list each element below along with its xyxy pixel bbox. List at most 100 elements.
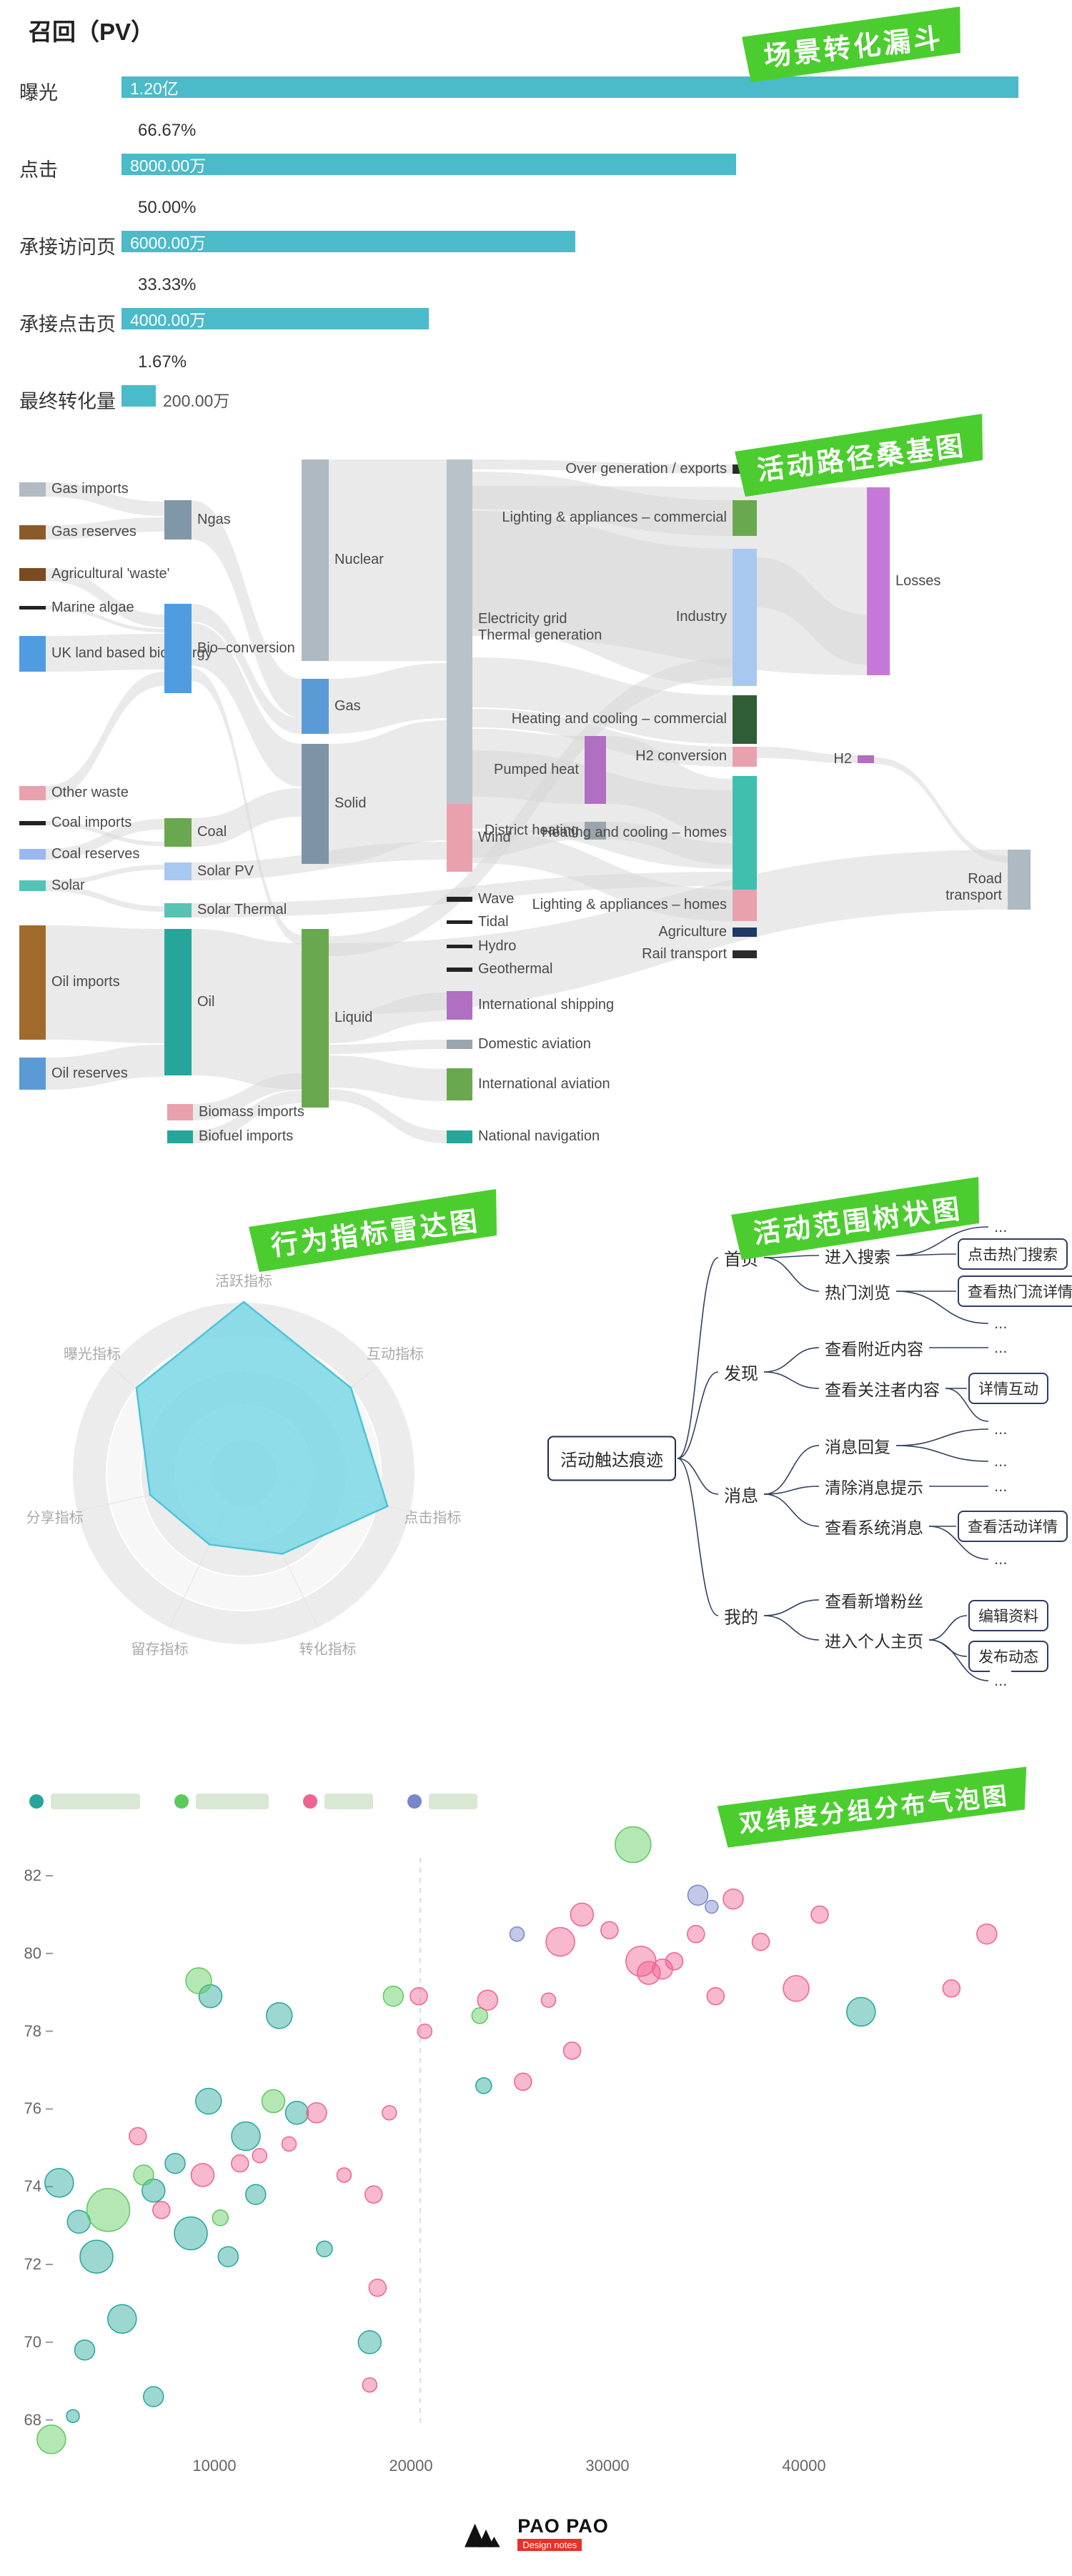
tree-node[interactable]: ...	[990, 1670, 1012, 1691]
sankey-node-ngas	[164, 500, 192, 539]
tree-node[interactable]: 发现	[720, 1358, 763, 1386]
tree-node[interactable]: ...	[990, 1418, 1012, 1440]
tree-node[interactable]: 查看活动详情	[958, 1511, 1068, 1542]
legend-dot	[407, 1794, 422, 1809]
tree-node[interactable]: ...	[990, 1313, 1012, 1334]
tree-node[interactable]: 消息	[720, 1480, 763, 1508]
legend-item[interactable]	[29, 1794, 140, 1809]
sankey-node-label: Coal reserves	[51, 845, 140, 862]
legend-dot	[29, 1794, 44, 1809]
y-axis-tick-label: 68	[24, 2410, 41, 2429]
tree-node[interactable]: 详情互动	[968, 1373, 1048, 1404]
sankey-node-label: Solid	[334, 795, 367, 811]
sankey-node-label: Gas reserves	[51, 524, 137, 539]
tree-node[interactable]: ...	[990, 1476, 1012, 1497]
tree-node[interactable]: 查看关注者内容	[820, 1375, 944, 1402]
sankey-node-intl-aviation	[447, 1068, 472, 1100]
sankey-node-heat-homes	[733, 776, 757, 890]
funnel-stage-label: 承接点击页	[19, 314, 116, 335]
tree-node[interactable]: ...	[990, 1548, 1012, 1570]
tree-node[interactable]: 清除消息提示	[820, 1473, 928, 1500]
sankey-node-label: Tidal	[478, 913, 509, 930]
tree-node[interactable]: 消息回复	[820, 1432, 895, 1459]
sankey-node-label: Coal imports	[51, 815, 132, 830]
sankey-node-gas-reserves	[19, 525, 46, 539]
tree-node[interactable]: 进入搜索	[820, 1242, 895, 1269]
page-title: 召回（PV）	[29, 19, 155, 45]
sankey-node-pumped-heat	[585, 736, 606, 804]
radar-axis-label: 留存指标	[131, 1641, 189, 1658]
brand-subtitle: Design notes	[517, 2539, 582, 2551]
sankey-node-label: H2	[833, 750, 852, 767]
funnel-stage-label: 最终转化量	[19, 391, 116, 412]
legend-item[interactable]	[407, 1794, 477, 1809]
funnel-percent: 50.00%	[138, 198, 197, 217]
sankey-node-domestic-aviation	[447, 1040, 472, 1049]
sankey-node-label: Oil imports	[51, 974, 120, 990]
sankey-node-label: National navigation	[478, 1128, 600, 1144]
sankey-node-label: Over generation / exports	[565, 460, 727, 477]
tree-root[interactable]: 活动触达痕迹	[547, 1436, 676, 1481]
sankey-node-light-commercial	[733, 500, 757, 536]
y-axis-tick-label: 74	[24, 2177, 41, 2196]
sankey-node-label: Solar PV	[197, 862, 254, 879]
tree-node[interactable]: 我的	[720, 1601, 763, 1630]
tree-node[interactable]: 进入个人主页	[820, 1626, 928, 1653]
sankey-node-h2-conversion	[733, 747, 757, 767]
tree-node[interactable]: 查看热门流详情	[958, 1275, 1072, 1307]
sankey-node-label: Heating and cooling – homes	[541, 824, 727, 840]
x-axis-tick-label: 40000	[782, 2457, 826, 2475]
sankey-node-label: Lighting & appliances – homes	[532, 897, 727, 912]
sankey-node-label: Domestic aviation	[478, 1035, 591, 1052]
sankey-node-biomass-imports	[167, 1104, 193, 1120]
legend-label-pill	[196, 1794, 269, 1809]
radar-plot	[71, 1301, 416, 1646]
sankey-node-label: Oil	[197, 993, 215, 1010]
sankey-node-label: H2 conversion	[635, 748, 727, 764]
sankey-node-oil-imports	[19, 925, 46, 1040]
funnel-percent: 1.67%	[138, 352, 187, 372]
bubble-plot	[36, 1826, 998, 2455]
sankey-node-label: Solar Thermal	[197, 902, 287, 917]
tree-node[interactable]: 发布动态	[968, 1641, 1048, 1672]
sankey-node-oil-reserves	[19, 1058, 46, 1090]
sankey-node-agriculture	[733, 928, 757, 937]
tree-node[interactable]: ...	[990, 1216, 1012, 1238]
y-axis-tick-label: 76	[24, 2099, 41, 2118]
radar-axis-label: 活跃指标	[215, 1273, 272, 1290]
legend-item[interactable]	[174, 1794, 269, 1809]
sankey-node-geothermal	[447, 968, 472, 972]
funnel-bar: 6000.00万	[121, 231, 575, 252]
tree-node[interactable]: 查看新增粉丝	[820, 1586, 928, 1613]
sankey-node-label: Electricity grid Thermal generation	[478, 611, 602, 643]
tree-node[interactable]: 查看附近内容	[820, 1334, 928, 1361]
sankey-node-label: Nuclear	[334, 552, 384, 567]
tree-node[interactable]: ...	[990, 1451, 1012, 1472]
y-axis-tick-label: 82	[24, 1866, 41, 1884]
tree-node[interactable]: ...	[990, 1337, 1012, 1358]
y-axis-tick-label: 80	[24, 1944, 41, 1962]
sankey-node-label: Ngas	[197, 511, 231, 527]
radar-axis-label: 互动指标	[367, 1346, 425, 1363]
legend-item[interactable]	[303, 1794, 373, 1809]
sankey-node-h2	[858, 755, 874, 763]
x-axis-tick-label: 20000	[389, 2457, 433, 2475]
tree-node[interactable]: 查看系统消息	[820, 1513, 928, 1540]
sankey-node-label: Losses	[895, 572, 941, 589]
radar-axis-label: 曝光指标	[63, 1346, 121, 1363]
sankey-node-intl-shipping	[447, 991, 472, 1020]
sankey-node-label: Industry	[675, 609, 727, 625]
sankey-node-liquid	[302, 929, 329, 1108]
tree-node[interactable]: 点击热门搜索	[958, 1238, 1068, 1270]
brand-name: PAO PAO	[517, 2515, 609, 2537]
sankey-flows	[46, 459, 1008, 1143]
funnel-bar: 8000.00万	[121, 154, 736, 175]
funnel-stage-label: 点击	[19, 159, 58, 181]
tree-node[interactable]: 热门浏览	[820, 1278, 895, 1305]
legend-label-pill	[324, 1794, 373, 1809]
legend-label-pill	[429, 1794, 477, 1809]
sankey-node-heat-commercial	[733, 695, 757, 744]
tree-node[interactable]: 编辑资料	[968, 1600, 1048, 1631]
sankey-node-road-transport	[1008, 850, 1031, 910]
